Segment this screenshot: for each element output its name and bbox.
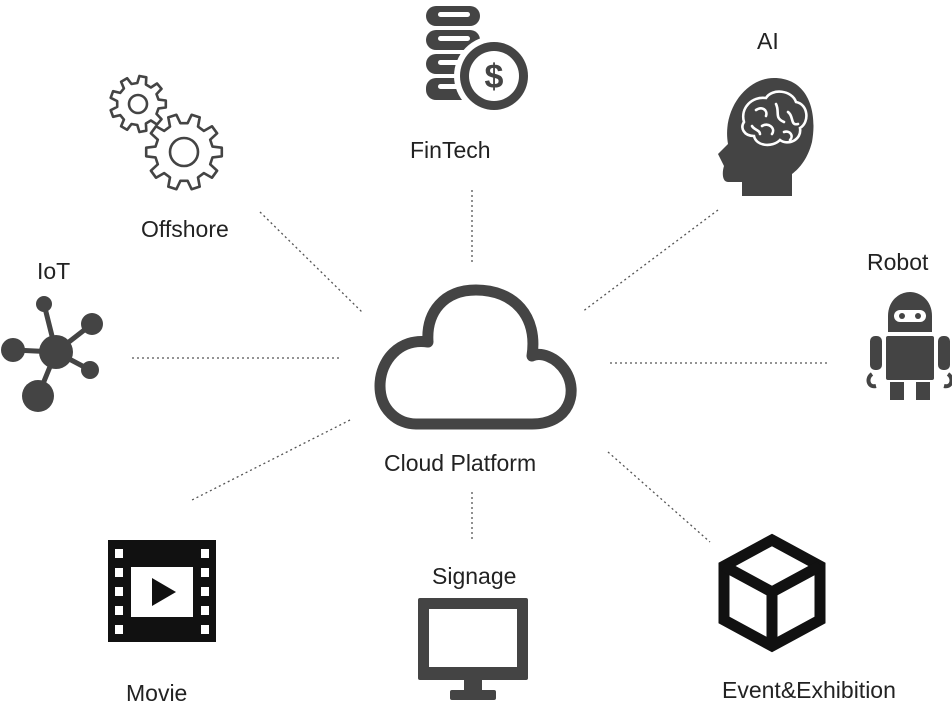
ai-label: AI	[757, 28, 779, 54]
network-hub-icon	[1, 296, 103, 412]
offshore-label: Offshore	[141, 216, 229, 242]
robot-icon	[866, 292, 952, 400]
connector-offshore	[259, 211, 363, 313]
cloud-icon	[374, 284, 577, 430]
svg-text:$: $	[485, 58, 504, 96]
signage-label: Signage	[432, 563, 517, 589]
center-label: Cloud Platform	[384, 450, 537, 476]
connector-movie	[191, 419, 351, 501]
fintech-label: FinTech	[410, 137, 491, 163]
coins-dollar-icon: $	[426, 6, 534, 112]
event-label: Event&Exhibition	[722, 677, 896, 703]
movie-label: Movie	[126, 680, 188, 706]
connector-ai	[581, 209, 719, 313]
brain-head-icon	[718, 78, 814, 196]
robot-label: Robot	[867, 249, 929, 275]
monitor-icon	[418, 598, 528, 700]
film-play-icon	[108, 540, 216, 642]
connector-event	[607, 451, 711, 543]
gears-icon	[109, 74, 224, 191]
iot-label: IoT	[37, 258, 71, 284]
cube-icon	[718, 533, 826, 653]
